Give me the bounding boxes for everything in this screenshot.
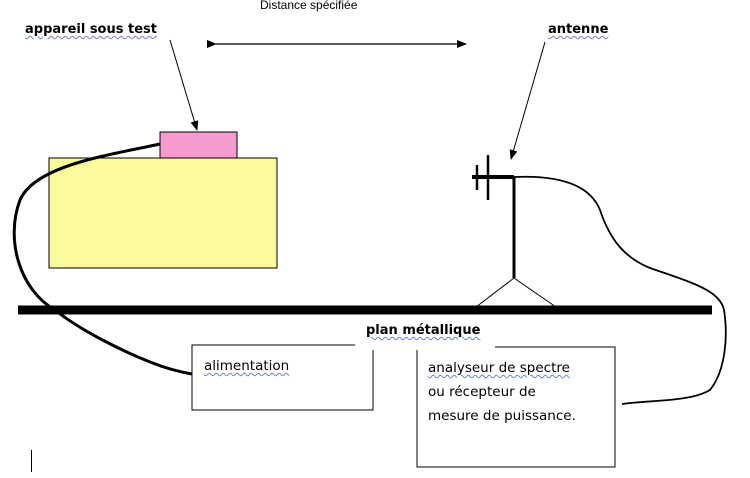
analyzer-label: analyseur de spectre ou récepteur de mes… (428, 356, 576, 428)
distance-label: Distance spécifiée (260, 0, 358, 12)
analyzer-line-3: mesure de puissance. (428, 408, 576, 424)
antenna-cable (513, 175, 727, 405)
power-supply-box (191, 344, 374, 411)
device-body (48, 157, 278, 269)
analyzer-box (416, 346, 616, 468)
analyzer-line-2: ou récepteur de (428, 384, 536, 400)
antenna-pointer-arrow (509, 41, 546, 160)
analyzer-line-1: analyseur de spectre (428, 360, 570, 376)
antenna (472, 155, 557, 308)
metal-plane-label: plan métallique (366, 323, 481, 338)
device-top-module (159, 131, 238, 159)
text-cursor (31, 450, 32, 472)
device-cable (12, 142, 193, 376)
device-pointer-arrow (169, 39, 199, 131)
power-supply-label: alimentation (204, 358, 290, 374)
antenna-label: antenne (548, 22, 609, 37)
device-under-test-label: appareil sous test (25, 22, 157, 37)
